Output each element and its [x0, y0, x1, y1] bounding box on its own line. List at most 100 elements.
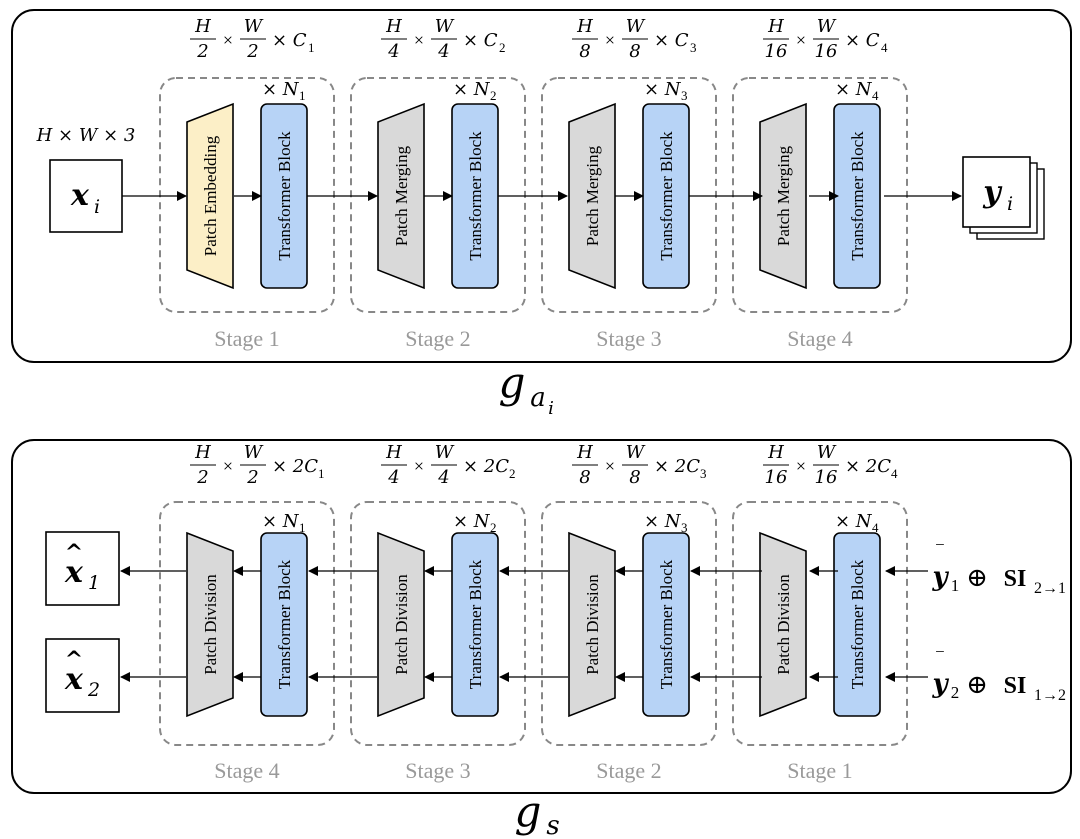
input-dims: H × W × 3: [36, 125, 136, 146]
stage-dashed-border: [541, 501, 717, 746]
repeat-count: × N: [453, 511, 491, 532]
transformer-block-label: Transformer Block: [466, 131, 485, 261]
output-label-sub: i: [1007, 193, 1013, 215]
output1-sub: 1: [88, 572, 100, 594]
input-label: x: [70, 178, 90, 213]
patch-embedding-shape: [186, 102, 234, 290]
repeat-count: × N: [262, 79, 300, 100]
transformer-block: [833, 532, 881, 717]
input1-si: SI: [1004, 566, 1027, 592]
dim-height-numerator: H: [767, 442, 784, 463]
times-sign: ×: [414, 456, 424, 476]
dim-height-denominator: 4: [387, 467, 399, 488]
repeat-count-sub: 3: [681, 520, 688, 535]
dim-width-denominator: 2: [246, 41, 258, 62]
stage-dashed-border: [350, 77, 526, 313]
dim-channels: × 2C: [654, 456, 700, 477]
dim-width-numerator: W: [817, 16, 837, 37]
repeat-count-sub: 2: [490, 520, 497, 535]
dim-width-denominator: 4: [437, 467, 449, 488]
output2-box: [45, 638, 120, 713]
dim-width-denominator: 16: [815, 467, 838, 488]
output2-hat: ^: [65, 647, 83, 673]
input-box: [49, 159, 123, 233]
dim-channels: × 2C: [845, 456, 891, 477]
stage-dashed-border: [159, 77, 335, 313]
input2-si-sub: 1→2: [1034, 687, 1066, 704]
decoder-title: g: [515, 787, 542, 836]
repeat-count-sub: 3: [681, 88, 688, 103]
repeat-count: × N: [453, 79, 491, 100]
stage-label: Stage 4: [214, 758, 279, 783]
dim-height-numerator: H: [194, 16, 211, 37]
dim-width-denominator: 8: [629, 41, 640, 62]
patch-op-label: Patch Division: [774, 574, 793, 675]
dim-height-denominator: 16: [765, 41, 788, 62]
patch-op-label: Patch Division: [583, 574, 602, 675]
patch-merging-shape: [377, 102, 425, 290]
transformer-block-label: Transformer Block: [848, 131, 867, 261]
dim-width-numerator: W: [817, 442, 837, 463]
dim-channels-sub: 2: [499, 40, 506, 55]
patch-division-shape: [186, 531, 234, 718]
repeat-count: × N: [644, 79, 682, 100]
dim-channels: × C: [463, 30, 498, 51]
transformer-block-label: Transformer Block: [466, 559, 485, 689]
patch-division-shape: [568, 531, 616, 718]
repeat-count-sub: 4: [872, 520, 879, 535]
transformer-block-label: Transformer Block: [657, 559, 676, 689]
transformer-block: [451, 532, 499, 717]
encoder-title: g: [499, 358, 526, 407]
dim-width-numerator: W: [244, 16, 264, 37]
stage-label: Stage 1: [214, 326, 279, 351]
times-sign: ×: [605, 30, 615, 50]
dim-width-denominator: 16: [815, 41, 838, 62]
patch-op-label: Patch Division: [201, 574, 220, 675]
transformer-block: [260, 532, 308, 717]
patch-merging-shape: [759, 102, 807, 290]
dim-channels: × C: [845, 30, 880, 51]
input2-si: SI: [1004, 673, 1027, 699]
dim-height-denominator: 4: [387, 41, 399, 62]
dim-channels-sub: 2: [509, 466, 516, 481]
times-sign: ×: [223, 30, 233, 50]
patch-division-shape: [377, 531, 425, 718]
dim-height-numerator: H: [385, 16, 402, 37]
patch-division-shape: [759, 531, 807, 718]
encoder-title-subsub: i: [548, 398, 554, 419]
stage-dashed-border: [732, 501, 908, 746]
repeat-count-sub: 2: [490, 88, 497, 103]
patch-op-label: Patch Merging: [392, 145, 411, 246]
dim-height-denominator: 8: [579, 467, 590, 488]
output-label: y: [982, 175, 1003, 210]
input2-y-bar: ‾: [936, 650, 945, 672]
encoder-title-sub: a: [530, 383, 546, 413]
patch-op-label: Patch Embedding: [201, 135, 220, 256]
stage-label: Stage 4: [787, 326, 852, 351]
dim-channels: × 2C: [272, 456, 318, 477]
input-label-sub: i: [94, 196, 100, 218]
repeat-count: × N: [835, 511, 873, 532]
dim-height-numerator: H: [385, 442, 402, 463]
times-sign: ×: [605, 456, 615, 476]
dim-channels-sub: 3: [700, 466, 707, 481]
stage-dashed-border: [541, 77, 717, 313]
dim-width-numerator: W: [626, 442, 646, 463]
dim-height-denominator: 2: [196, 467, 208, 488]
patch-op-label: Patch Merging: [583, 145, 602, 246]
stage-dashed-border: [159, 501, 335, 746]
repeat-count-sub: 1: [299, 520, 306, 535]
input2-oplus: ⊕: [966, 670, 988, 699]
dim-height-numerator: H: [194, 442, 211, 463]
times-sign: ×: [223, 456, 233, 476]
